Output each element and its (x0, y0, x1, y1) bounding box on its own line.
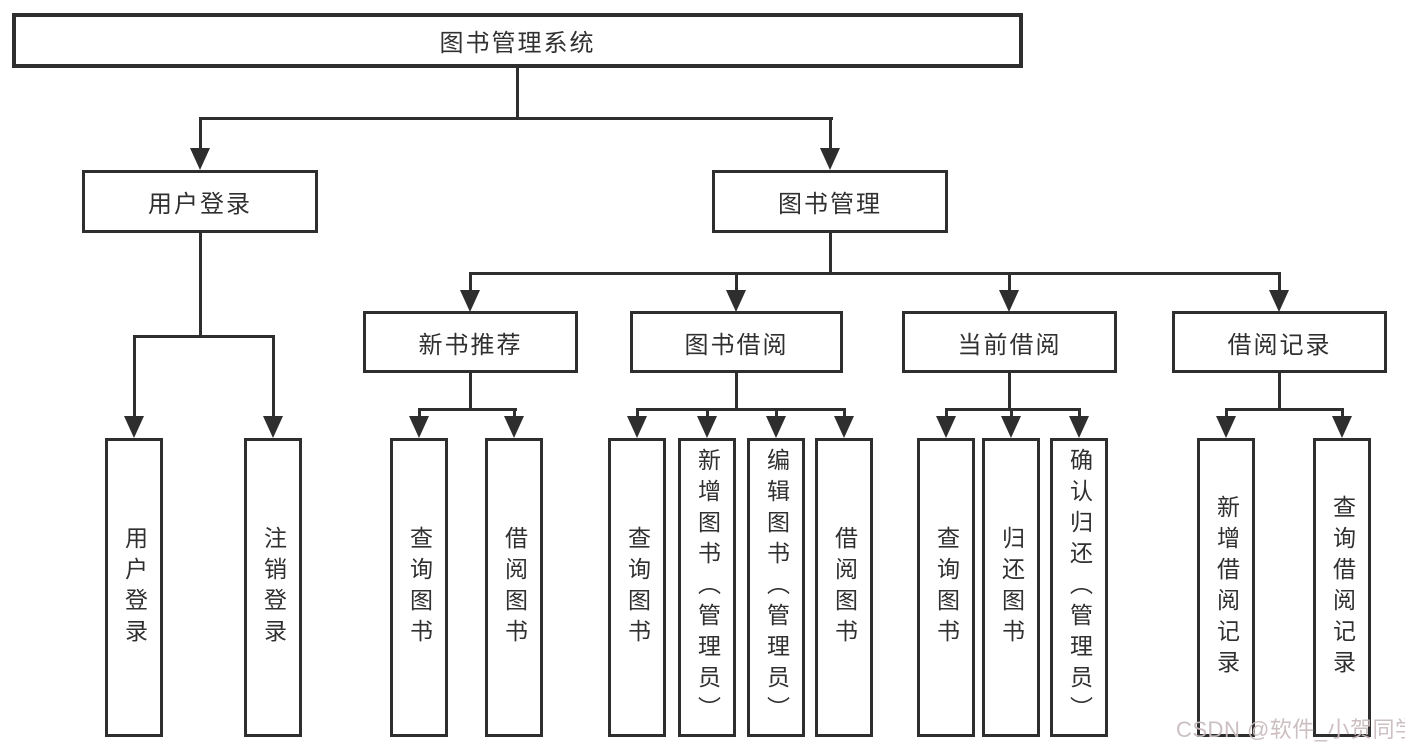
leaf-return-book: 归还图书 (982, 438, 1040, 737)
leaf-label: 查询图书 (933, 525, 960, 650)
connector-line (945, 408, 948, 418)
connector-line (418, 408, 517, 411)
leaf-borrowing-query-book: 查询图书 (608, 438, 666, 737)
connector-line (1225, 408, 1228, 418)
leaf-recommend-query-book: 查询图书 (390, 438, 448, 737)
leaf-label: 确认归还（管理员） (1066, 448, 1093, 727)
arrow-down-icon (190, 148, 210, 170)
connector-line (469, 272, 1281, 275)
leaf-label: 借阅图书 (501, 525, 528, 650)
connector-line (1278, 272, 1281, 292)
leaf-query-borrow-record: 查询借阅记录 (1313, 438, 1371, 737)
leaf-label: 借阅图书 (831, 525, 858, 650)
connector-line (199, 117, 833, 120)
arrow-down-icon (766, 416, 786, 438)
connector-line (133, 335, 136, 418)
arrow-down-icon (124, 416, 144, 438)
leaf-label: 用户登录 (121, 525, 148, 650)
connector-line (1008, 272, 1011, 292)
connector-line (469, 272, 472, 292)
connector-line (1341, 408, 1344, 418)
leaf-user-login: 用户登录 (105, 438, 163, 737)
connector-line (1225, 408, 1344, 411)
connector-line (469, 373, 472, 410)
leaf-label: 注销登录 (260, 525, 287, 650)
connector-line (775, 408, 778, 418)
arrow-down-icon (460, 290, 480, 312)
node-label: 当前借阅 (957, 331, 1062, 359)
arrow-down-icon (1069, 416, 1089, 438)
connector-line (843, 408, 846, 418)
node-label: 图书管理系统 (439, 30, 596, 57)
arrow-down-icon (263, 416, 283, 438)
arrow-down-icon (1001, 416, 1021, 438)
leaf-confirm-return-admin: 确认归还（管理员） (1050, 438, 1108, 737)
connector-line (199, 117, 202, 150)
leaf-label: 查询图书 (406, 525, 433, 650)
csdn-watermark: CSDN @软件_小贺同学 (1176, 717, 1405, 742)
connector-line (735, 373, 738, 410)
leaf-add-book-admin: 新增图书（管理员） (678, 438, 736, 737)
arrow-down-icon (697, 416, 717, 438)
connector-line (829, 233, 832, 274)
arrow-down-icon (726, 290, 746, 312)
node-book-borrowing: 图书借阅 (630, 311, 843, 373)
node-label: 借阅记录 (1227, 331, 1332, 359)
connector-line (516, 68, 519, 120)
node-borrowing-records: 借阅记录 (1172, 311, 1387, 373)
node-label: 新书推荐 (418, 331, 523, 359)
connector-line (133, 335, 275, 338)
node-label: 图书借阅 (684, 331, 789, 359)
connector-line (272, 335, 275, 418)
connector-line (418, 408, 421, 418)
node-label: 图书管理 (778, 191, 882, 218)
connector-line (636, 408, 639, 418)
arrow-down-icon (1216, 416, 1236, 438)
arrow-down-icon (936, 416, 956, 438)
connector-line (1008, 373, 1011, 410)
leaf-current-query-book: 查询图书 (917, 438, 975, 737)
arrow-down-icon (504, 416, 524, 438)
connector-line (1010, 408, 1013, 418)
leaf-edit-book-admin: 编辑图书（管理员） (747, 438, 805, 737)
connector-line (735, 272, 738, 292)
leaf-label: 编辑图书（管理员） (763, 448, 790, 727)
leaf-label: 新增图书（管理员） (694, 448, 721, 727)
arrow-down-icon (1332, 416, 1352, 438)
arrow-down-icon (1269, 290, 1289, 312)
connector-line (513, 408, 516, 418)
connector-line (1078, 408, 1081, 418)
node-new-book-recommend: 新书推荐 (363, 311, 578, 373)
node-label: 用户登录 (148, 191, 252, 218)
node-user-login: 用户登录 (82, 170, 318, 233)
leaf-label: 归还图书 (998, 525, 1025, 650)
node-library-management-system: 图书管理系统 (12, 13, 1023, 68)
node-book-management: 图书管理 (712, 170, 948, 233)
arrow-down-icon (409, 416, 429, 438)
leaf-add-borrow-record: 新增借阅记录 (1197, 438, 1255, 737)
arrow-down-icon (834, 416, 854, 438)
connector-line (636, 408, 846, 411)
leaf-borrowing-borrow-book: 借阅图书 (815, 438, 873, 737)
connector-line (706, 408, 709, 418)
arrow-down-icon (820, 148, 840, 170)
connector-line (1278, 373, 1281, 410)
arrow-down-icon (999, 290, 1019, 312)
node-current-borrowing: 当前借阅 (902, 311, 1117, 373)
leaf-logout: 注销登录 (244, 438, 302, 737)
leaf-label: 查询图书 (624, 525, 651, 650)
leaf-label: 新增借阅记录 (1213, 494, 1240, 681)
connector-line (829, 117, 832, 150)
connector-line (199, 233, 202, 337)
leaf-recommend-borrow-book: 借阅图书 (485, 438, 543, 737)
arrow-down-icon (627, 416, 647, 438)
connector-line (945, 408, 1081, 411)
leaf-label: 查询借阅记录 (1329, 494, 1356, 681)
